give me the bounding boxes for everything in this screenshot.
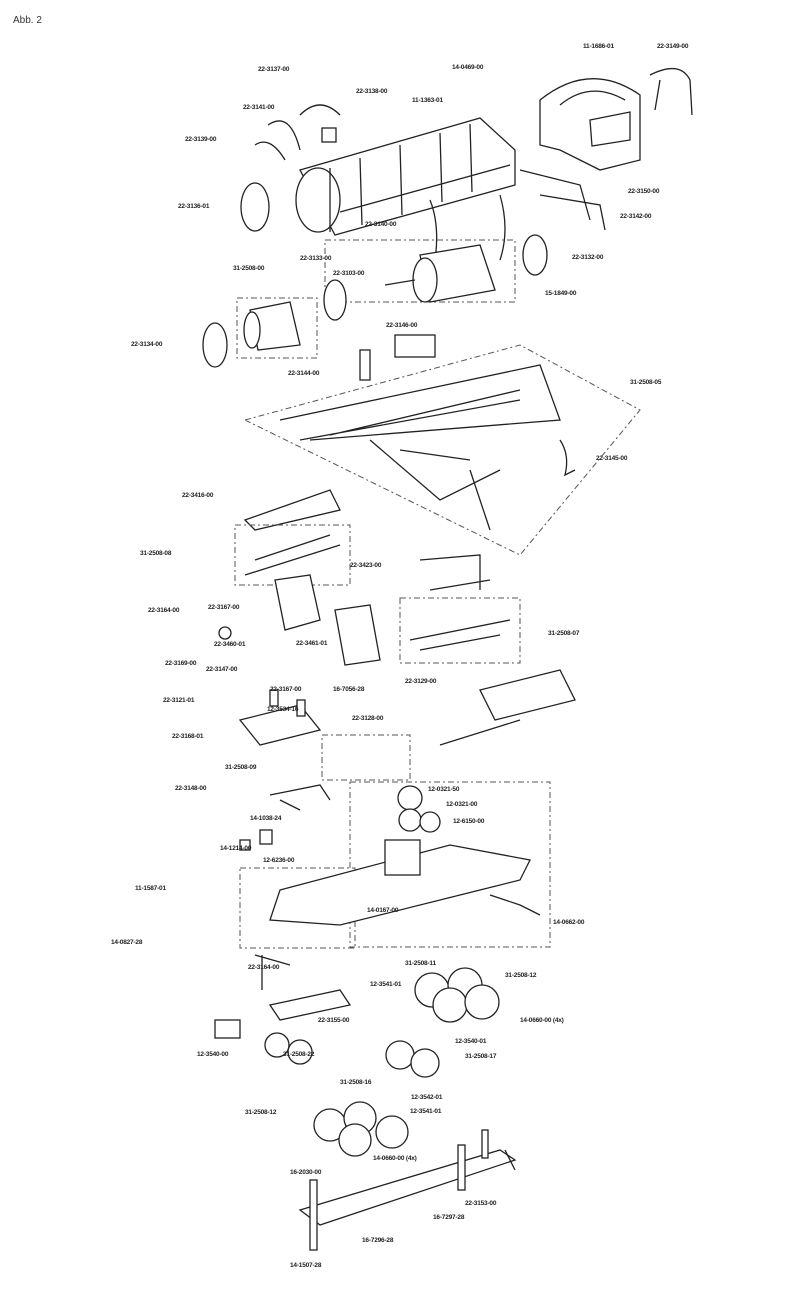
part-label: 14-1038-24 [250,815,282,822]
part-label: 31-2508-16 [340,1079,372,1086]
part-label: 31-2508-05 [630,379,662,386]
part-label: 31-2508-08 [140,550,172,557]
part-label: 22-3146-00 [386,322,418,329]
part-label: 22-3416-00 [182,492,214,499]
part-label: 22-3167-00 [270,686,302,693]
part-label: 22-3461-01 [296,640,328,647]
part-label: 12-6150-00 [453,818,485,825]
part-label: 22-3103-00 [333,270,365,277]
part-label: 16-7296-28 [362,1237,394,1244]
part-label: 31-2508-07 [548,630,580,637]
part-label: 16-2030-00 [290,1169,322,1176]
part-label: 22-3140-00 [365,221,397,228]
part-label: 22-3134-00 [131,341,163,348]
cab [539,68,693,171]
part-label: 22-3132-00 [572,254,604,261]
wheelsets [214,954,500,1157]
part-label: 22-3168-01 [172,733,204,740]
part-label: 22-3128-00 [352,715,384,722]
boiler-housing [295,117,516,236]
part-label: 22-3145-00 [596,455,628,462]
part-label: 14-0662-00 [553,919,585,926]
part-label: 31-2508-00 [233,265,265,272]
figure-label: Abb. 2 [13,15,42,26]
part-label: 22-3164-00 [148,607,180,614]
part-label: 31-2508-12 [245,1109,277,1116]
part-label: 14-0167-00 [367,907,399,914]
part-label: 22-3144-00 [288,370,320,377]
part-label: 12-0321-00 [446,801,478,808]
part-label: 22-3164-00 [248,964,280,971]
part-label: 22-3147-00 [206,666,238,673]
part-label: 22-3138-00 [356,88,388,95]
part-label: 22-3139-00 [185,136,217,143]
part-label: 22-3149-00 [657,43,689,50]
part-label: 22-3129-00 [405,678,437,685]
part-label: 22-3155-00 [318,1017,350,1024]
part-label: 14-1214-00 [220,845,252,852]
part-label: 31-2508-22 [283,1051,315,1058]
part-label: 22-3150-00 [628,188,660,195]
part-label: 22-3136-01 [178,203,210,210]
part-label: 12-6236-00 [263,857,295,864]
part-label: 16-7297-28 [433,1214,465,1221]
part-label: 12-3540-01 [455,1038,487,1045]
valve-gear [218,489,576,781]
part-label: 12-3542-01 [411,1094,443,1101]
part-label: 16-7056-28 [333,686,365,693]
part-label: 14-0660-00 (4x) [373,1155,417,1162]
part-label: 31-2508-12 [505,972,537,979]
part-label: 12-3541-01 [370,981,402,988]
part-label: 12-0321-50 [428,786,460,793]
motor [202,234,548,368]
part-label: 22-3169-00 [165,660,197,667]
part-label: 31-2508-17 [465,1053,497,1060]
part-label: 11-1587-01 [135,885,166,892]
part-label: 22-3167-00 [208,604,240,611]
part-label: 12-3540-00 [197,1051,229,1058]
part-label: 12-3541-01 [410,1108,442,1115]
trailing-frame [298,1129,517,1251]
part-label: 22-3141-00 [243,104,275,111]
part-label: 11-1363-01 [412,97,443,104]
part-label: 22-3423-00 [350,562,382,569]
part-label: 31-2508-11 [405,960,436,967]
part-label: 22-3460-01 [214,641,246,648]
part-label: 22-3133-00 [300,255,332,262]
part-label: 12-3534-16 [267,706,299,713]
part-label: 31-2508-09 [225,764,257,771]
smokebox-door [240,182,270,232]
part-label: 14-1507-28 [290,1262,322,1269]
part-label: 14-0469-00 [452,64,484,71]
part-label: 22-3121-01 [163,697,195,704]
part-label: 22-3137-00 [258,66,290,73]
part-label: 11-1686-01 [583,43,614,50]
part-label: 22-3142-00 [620,213,652,220]
gear-block [239,781,551,949]
part-label: 14-0827-28 [111,939,143,946]
frame-assembly [243,334,641,556]
part-label: 22-3153-00 [465,1200,497,1207]
part-label: 15-1849-00 [545,290,577,297]
part-label: 22-3148-00 [175,785,207,792]
part-label: 14-0660-00 (4x) [520,1017,564,1024]
